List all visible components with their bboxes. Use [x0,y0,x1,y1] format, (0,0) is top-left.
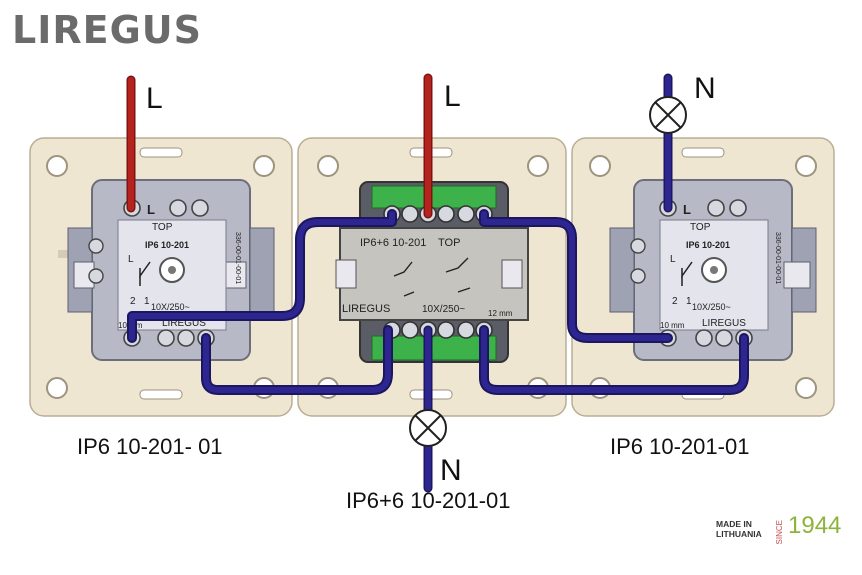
screw-hole-icon [527,155,549,177]
svg-text:L: L [683,202,691,217]
brand-logo-text: LIREGUS [12,8,202,52]
svg-text:LIREGUS: LIREGUS [162,318,206,329]
svg-text:1: 1 [686,296,692,307]
rating-marking: 10X/250~ [692,302,731,312]
screw-hole-icon [317,155,339,177]
svg-text:12 mm: 12 mm [488,309,513,318]
svg-text:LIREGUS: LIREGUS [702,318,746,329]
top-marking: TOP [438,237,460,249]
svg-text:2: 2 [130,296,136,307]
screw-hole-icon [589,155,611,177]
svg-text:10 mm: 10 mm [660,321,685,330]
rating-marking: 10X/250~ [422,304,465,315]
caption-middle-switch: IP6+6 10-201-01 [346,488,511,513]
switch-frame-middle: IP6+6 10-201 TOP LIREGUS 10X/250~ 12 mm [297,137,567,417]
top-marking: TOP [152,222,173,233]
screw-hole-icon [46,377,68,399]
year-text: 1944 [788,512,842,539]
wire-label-line-middle: L [444,80,461,113]
svg-text:L: L [670,254,676,265]
svg-text:L: L [128,254,134,265]
caption-right-switch: IP6 10-201-01 [610,434,750,459]
wire-label-line-left: L [146,82,163,115]
lamp-icon [649,96,687,134]
lamp-icon [409,409,447,447]
screw-hole-icon [253,155,275,177]
wire-label-neutral-top: N [694,72,716,105]
rating-marking: 10X/250~ [151,302,190,312]
top-marking: TOP [690,222,711,233]
since-text: SINCE [775,520,784,545]
screw-hole-icon [795,377,817,399]
model-marking: IP6+6 10-201 [360,237,426,249]
svg-text:2: 2 [672,296,678,307]
brand-logo: LIREGUS [12,8,202,52]
switch-frame-left: L TOP IP6 10-201 L 2 1 10X/250~ 10 mm LI… [29,137,293,417]
switch-frame-right: L TOP IP6 10-201 L 2 1 10X/250~ 10 mm LI… [571,137,835,417]
made-in-badge: MADE IN LITHUANIA [716,519,762,539]
svg-text:LIREGUS: LIREGUS [342,303,390,315]
wire-label-neutral-bottom: N [440,454,462,487]
screw-hole-icon [46,155,68,177]
svg-text:1: 1 [144,296,150,307]
svg-text:336-00-01-00-01: 336-00-01-00-01 [234,232,241,284]
country-text: LITHUANIA [716,529,762,539]
svg-text:336-00-01-00-01: 336-00-01-00-01 [774,232,781,284]
svg-text:L: L [147,202,155,217]
caption-left-switch: IP6 10-201- 01 [77,434,223,459]
made-in-text: MADE IN [716,519,752,529]
terminal-block-top [371,185,497,209]
screw-hole-icon [795,155,817,177]
model-marking: IP6 10-201 [145,240,189,250]
model-marking: IP6 10-201 [686,240,730,250]
